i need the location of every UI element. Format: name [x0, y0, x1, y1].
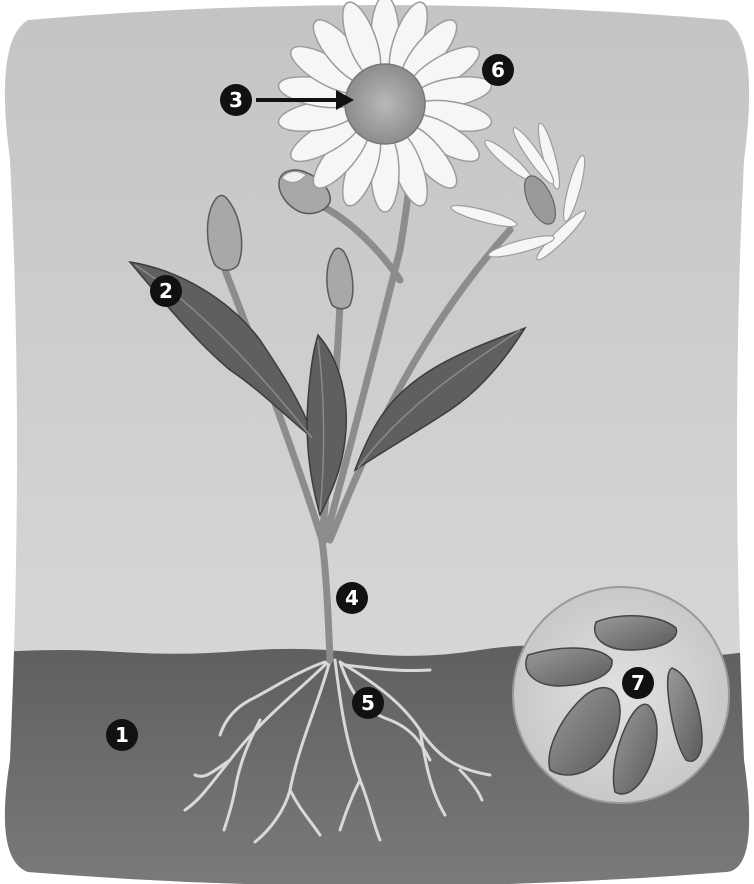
- label-seeds: 7: [622, 667, 654, 699]
- label-flower-center-number: 3: [229, 88, 243, 112]
- label-stem-number: 4: [345, 586, 359, 610]
- flower-center-disk: [345, 64, 425, 144]
- label-seeds-number: 7: [631, 671, 645, 695]
- label-leaf-number: 2: [159, 279, 173, 303]
- label-soil-number: 1: [115, 723, 129, 747]
- label-roots: 5: [352, 687, 384, 719]
- label-flower-petals: 6: [482, 54, 514, 86]
- label-leaf: 2: [150, 275, 182, 307]
- label-soil: 1: [106, 719, 138, 751]
- label-flower-petals-number: 6: [491, 58, 505, 82]
- label-roots-number: 5: [361, 691, 375, 715]
- label-flower-center: 3: [220, 84, 252, 116]
- seeds-inset: [513, 587, 729, 803]
- label-stem: 4: [336, 582, 368, 614]
